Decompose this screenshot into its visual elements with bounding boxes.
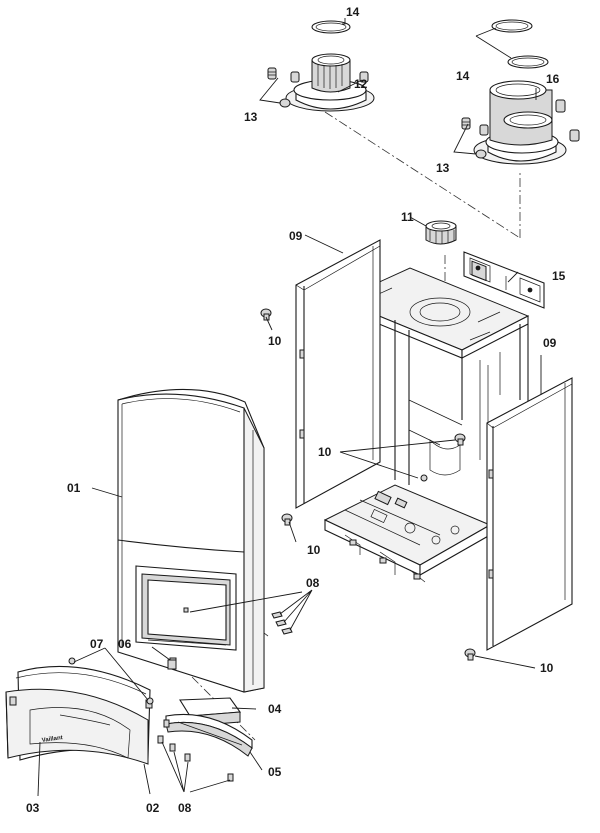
screw-10-middle [454,433,466,446]
control-bracket [165,697,253,757]
data-plate [463,251,545,309]
screw-set-left [267,67,291,108]
leader-14b [475,27,512,59]
label-09a: 09 [289,229,303,243]
label-14a: 14 [346,5,360,19]
label-08b: 08 [178,801,192,815]
label-07: 07 [90,637,104,651]
leader-14a [342,18,346,25]
clip-06 [167,659,177,670]
side-panel-left [295,239,381,509]
label-08a: 08 [306,576,320,590]
front-casing [117,388,265,693]
leader-07 [73,647,149,701]
leader-11 [409,216,427,227]
leader-03 [37,741,41,797]
screws-08-lower [157,719,234,782]
label-13b: 13 [436,161,450,175]
leader-01 [91,487,123,498]
screws-10 [260,308,476,661]
label-02: 02 [146,801,160,815]
label-05: 05 [268,765,282,779]
side-panel-right [486,377,573,651]
label-14b: 14 [456,69,470,83]
brand-logo: Vaillant [41,735,63,744]
label-10a: 10 [268,334,282,348]
assembly-line-flue-left [324,111,521,239]
seal-rings-right [491,19,549,69]
label-10d: 10 [540,661,554,675]
label-15: 15 [552,269,566,283]
boiler-chassis [323,267,530,583]
leader-02 [143,763,151,795]
seal-ring-left [311,20,351,34]
leader-08b [161,741,231,793]
screw-set-right [461,117,487,159]
leader-08a [189,589,313,631]
leader-06 [151,646,171,661]
label-09b: 09 [543,336,557,350]
label-11: 11 [401,210,414,224]
leader-10c [288,521,297,543]
front-door: Vaillant [5,657,154,765]
leader-13b [453,123,477,155]
leader-09a [304,234,344,254]
label-12: 12 [354,77,368,91]
leader-10d [474,655,536,669]
leader-lines [37,18,542,797]
leader-04 [231,707,257,710]
leader-10a [265,316,273,331]
label-06: 06 [118,637,132,651]
label-10b: 10 [318,445,332,459]
screws-08-upper [271,611,293,635]
screw-10-bottom-left [281,513,293,526]
label-16: 16 [546,72,560,86]
flue-collar [425,220,457,245]
vertical-flue-adaptor [285,53,375,112]
twin-flue-adaptor [473,80,580,165]
leader-12 [337,79,363,93]
leader-10b [339,439,456,479]
label-03: 03 [26,801,40,815]
leader-13a [259,77,281,104]
leader-15 [507,271,519,283]
part-labels: 14 14 12 13 13 16 11 09 09 15 10 10 10 1… [26,5,566,815]
screw-10-bottom-right [464,648,476,661]
label-01: 01 [67,481,81,495]
label-10c: 10 [307,543,321,557]
leader-05 [249,751,263,771]
label-13a: 13 [244,110,258,124]
screw-10-top-left [260,308,272,321]
label-04: 04 [268,702,282,716]
